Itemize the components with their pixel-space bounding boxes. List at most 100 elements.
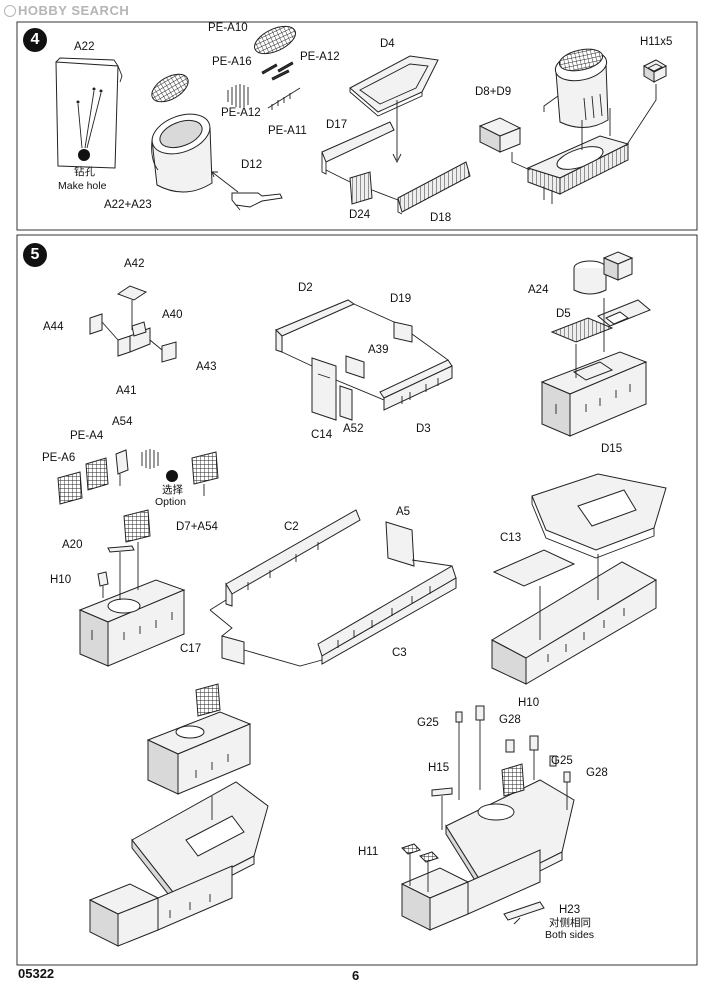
label-option-en: Option	[155, 496, 186, 508]
part-funnel-assembly-right	[543, 48, 609, 128]
step-4-badge: 4	[23, 28, 47, 52]
label-d18: D18	[430, 212, 452, 224]
label-h15: H15	[428, 762, 450, 774]
label-a22-a23: A22+A23	[104, 199, 152, 211]
footer-product-code: 05322	[18, 966, 55, 981]
label-h10-right: H10	[518, 697, 540, 709]
label-pe-a16: PE-A16	[212, 56, 252, 68]
option-icon	[166, 470, 178, 482]
alternate-arrow-icon	[227, 84, 249, 108]
part-d15	[531, 473, 667, 559]
part-h23	[503, 901, 545, 925]
part-deckhouse-d5-assembly	[540, 351, 648, 437]
part-funnel-a22-a23	[151, 113, 213, 193]
part-d3	[379, 359, 453, 411]
label-h23: H23	[559, 904, 581, 916]
label-pe-a12-left: PE-A12	[221, 107, 261, 119]
label-d19: D19	[390, 293, 412, 305]
label-d8-d9: D8+D9	[475, 86, 512, 98]
label-a39: A39	[368, 344, 389, 356]
part-h10-left	[97, 571, 109, 598]
label-pe-a10: PE-A10	[208, 22, 248, 34]
footer-page-number: 6	[352, 968, 360, 983]
label-pe-a6: PE-A6	[42, 452, 76, 464]
part-pe-a6	[57, 471, 83, 505]
label-d2: D2	[298, 282, 313, 294]
part-option-mesh	[191, 451, 219, 496]
part-a44	[89, 313, 103, 335]
label-a24: A24	[528, 284, 549, 296]
label-both-sides-cn: 对侧相同	[549, 917, 591, 929]
part-hull-rear-assembly	[490, 561, 658, 685]
label-c14: C14	[311, 429, 333, 441]
part-g25-g28-h10-posts	[455, 705, 571, 810]
part-pe-a10	[254, 25, 296, 55]
part-h11-bottom	[401, 843, 439, 892]
part-deckhouse-option-assembly	[78, 579, 186, 667]
label-both-sides-en: Both sides	[545, 929, 595, 941]
label-d24: D24	[349, 209, 371, 221]
label-c17: C17	[180, 643, 202, 655]
step-4-frame	[16, 21, 698, 231]
label-g28-top: G28	[499, 714, 521, 726]
label-a40: A40	[162, 309, 183, 321]
part-a42	[116, 285, 148, 301]
label-d15: D15	[601, 443, 623, 455]
part-a52	[339, 385, 353, 421]
label-a44: A44	[43, 321, 64, 333]
label-option-cn: 选择	[162, 484, 183, 496]
label-pe-a12-top: PE-A12	[300, 51, 340, 63]
part-d4	[349, 55, 439, 117]
part-a24	[573, 260, 607, 295]
label-d3: D3	[416, 423, 431, 435]
make-hole-icon	[78, 149, 90, 161]
label-a43: A43	[196, 361, 217, 373]
part-d8-d9	[478, 117, 522, 153]
part-deck-assembly-right	[526, 135, 630, 204]
label-g25-top: G25	[417, 717, 439, 729]
watermark: HOBBY SEARCH	[4, 3, 129, 18]
part-c14	[311, 357, 337, 421]
part-a41-a40-a43	[117, 321, 177, 363]
step-5-badge: 5	[23, 243, 47, 267]
part-h11x5	[642, 59, 668, 83]
part-d12	[231, 192, 283, 211]
part-c2	[225, 509, 361, 607]
part-mesh-oval-left	[151, 73, 189, 103]
part-d18	[397, 161, 471, 215]
label-a52: A52	[343, 423, 364, 435]
label-pe-a11: PE-A11	[268, 125, 307, 137]
label-g28-mid: G28	[586, 767, 608, 779]
part-pe-a16-a12	[261, 61, 301, 110]
label-a42: A42	[124, 258, 145, 270]
label-pe-a4: PE-A4	[70, 430, 104, 442]
part-a22	[55, 57, 123, 169]
label-a20: A20	[62, 539, 83, 551]
label-g25-mid: G25	[551, 755, 573, 767]
label-a22: A22	[74, 41, 95, 53]
label-h10-left: H10	[50, 574, 72, 586]
watermark-logo-icon	[4, 5, 16, 17]
label-c13: C13	[500, 532, 522, 544]
part-box-top-right	[602, 251, 634, 281]
label-d4: D4	[380, 38, 395, 50]
label-a41: A41	[116, 385, 137, 397]
label-d12: D12	[241, 159, 263, 171]
part-d2	[275, 299, 356, 353]
part-a39	[345, 355, 365, 379]
label-c2: C2	[284, 521, 299, 533]
label-d5: D5	[556, 308, 571, 320]
part-final-assembly	[400, 763, 575, 931]
part-superstructure-lower-left	[146, 683, 252, 795]
label-d17: D17	[326, 119, 348, 131]
part-c17	[221, 635, 245, 665]
option-arrow-icon	[141, 449, 159, 469]
part-a54	[115, 449, 129, 486]
part-h15	[431, 787, 453, 830]
part-d7-a54	[123, 509, 151, 552]
label-make-hole-cn: 钻孔	[74, 166, 95, 178]
part-d24	[349, 171, 373, 205]
part-c3	[317, 565, 457, 665]
part-a20	[107, 545, 135, 566]
